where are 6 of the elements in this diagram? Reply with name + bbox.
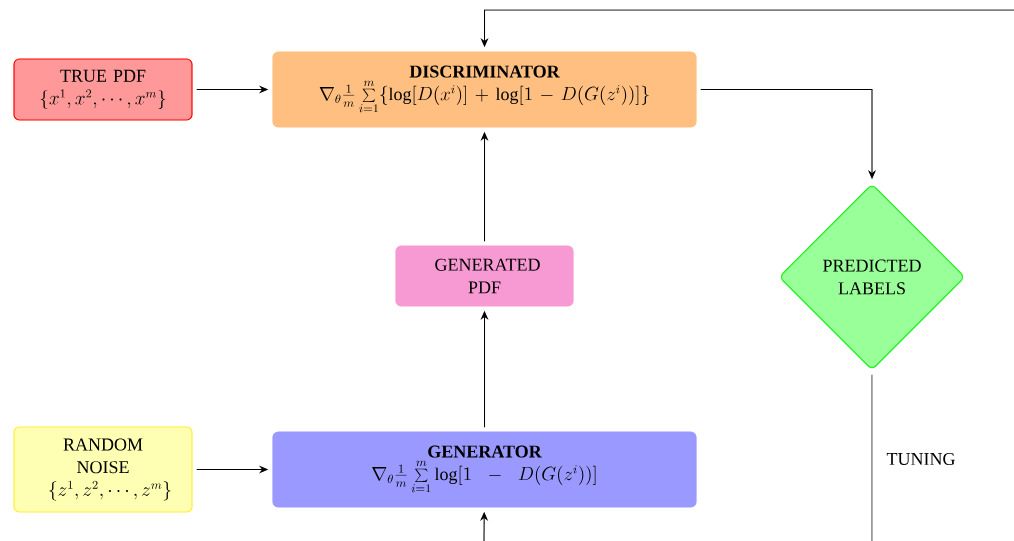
process-box: DISCRIMINATOR $\nabla_\theta \frac{1}{m} \sum\limits_{i=1}^{m} \{\log[D(x^i)] + \log[1-D(G(z^i))]\}$ xyxy=(272,51,697,128)
process-box: RANDOM NOISE $\{z^1, z^2, \cdots, z^m\}$ xyxy=(13,426,193,513)
process-box: TRUE PDF $\{x^1, x^2, \cdots, x^m\}$ xyxy=(13,58,193,121)
process-box: GENERATED PDF xyxy=(395,245,574,307)
edge-label: TUNING xyxy=(885,451,957,467)
process-box: GENERATOR $\nabla_\theta \frac{1}{m} \sum\limits_{i=1}^{m} \log[1\ -\ D(G(z^i))]$ xyxy=(272,431,697,508)
